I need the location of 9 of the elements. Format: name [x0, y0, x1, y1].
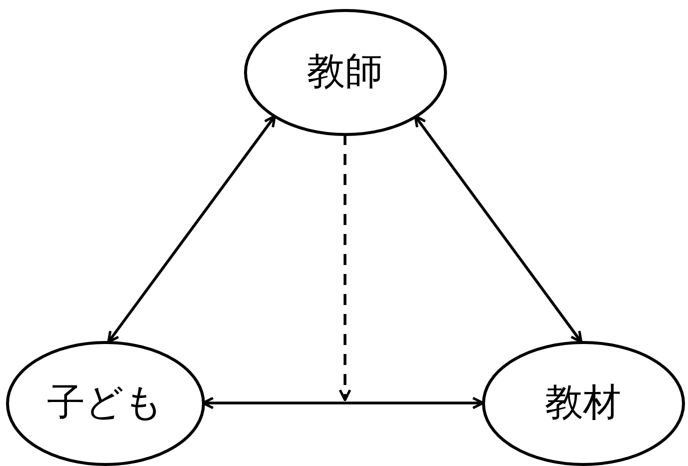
- node-label: 子ども: [47, 382, 163, 424]
- ellipse-node: [6, 340, 204, 466]
- arrow: [107, 114, 276, 344]
- ellipse-node: [244, 8, 446, 136]
- arrow: [414, 114, 582, 344]
- ellipse-node: [482, 340, 684, 466]
- dashed-arrow: [338, 134, 352, 402]
- node-label: 教師: [307, 51, 383, 93]
- node-label: 教材: [545, 382, 621, 424]
